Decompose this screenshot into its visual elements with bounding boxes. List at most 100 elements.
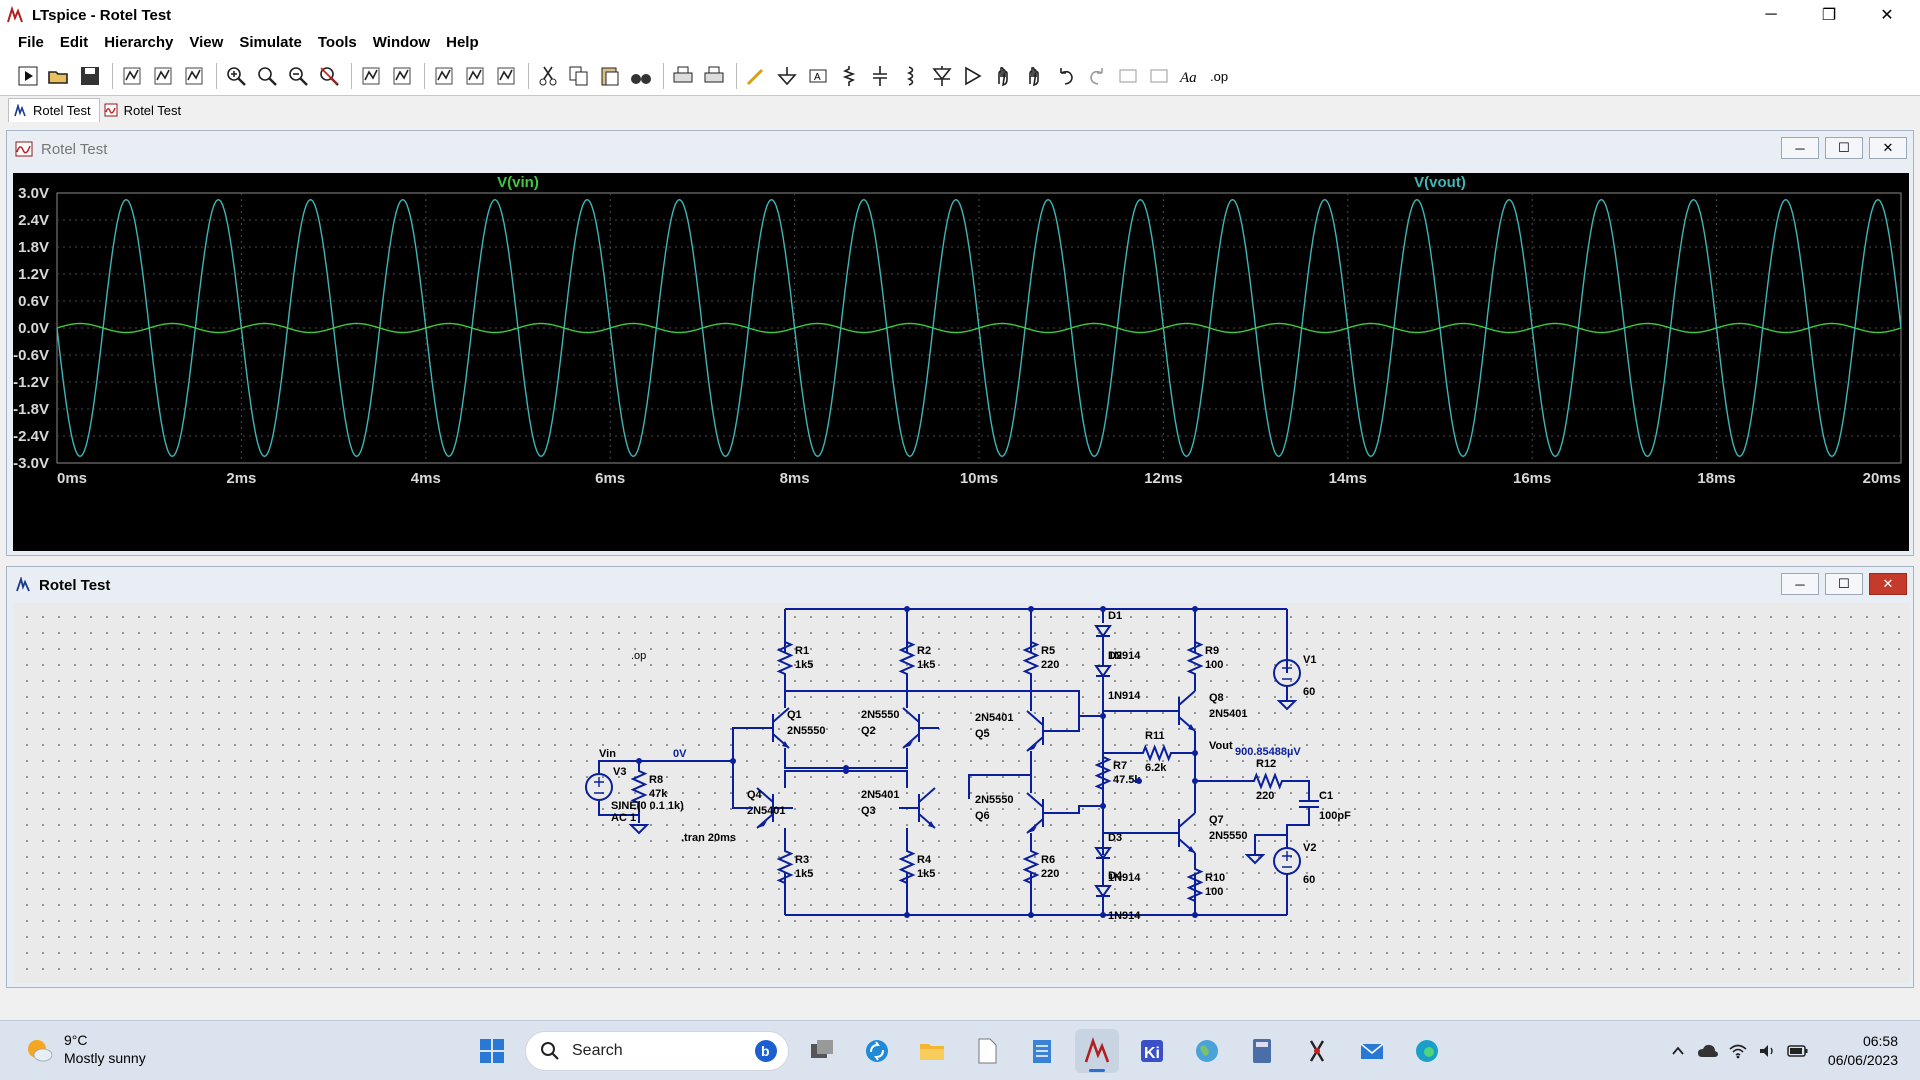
halt-icon[interactable] [149, 62, 177, 90]
speaker-icon[interactable] [1754, 1037, 1782, 1065]
transistor-q5[interactable] [1026, 710, 1063, 752]
print-icon[interactable] [669, 62, 697, 90]
resistor-r9[interactable] [1186, 633, 1204, 683]
zoom-in-icon[interactable] [222, 62, 250, 90]
menu-simulate[interactable]: Simulate [239, 34, 302, 51]
taskbar-start-icon[interactable] [470, 1029, 514, 1073]
zoom-area-icon[interactable] [253, 62, 281, 90]
taskbar-file-explorer-icon[interactable] [910, 1029, 954, 1073]
redo-icon[interactable] [1083, 62, 1111, 90]
resistor-r7[interactable] [1094, 753, 1112, 793]
control-panel-icon[interactable] [118, 62, 146, 90]
taskbar-mail-icon[interactable] [1350, 1029, 1394, 1073]
taskbar-earth-app-icon[interactable] [1185, 1029, 1229, 1073]
open-icon[interactable] [45, 62, 73, 90]
schematic-minimize-button[interactable]: ─ [1781, 573, 1819, 595]
taskbar-edge-icon[interactable] [1405, 1029, 1449, 1073]
voltage-source-v1[interactable] [1273, 659, 1301, 687]
maximize-button[interactable]: ❐ [1821, 7, 1837, 24]
resistor-r4[interactable] [898, 839, 916, 895]
menu-window[interactable]: Window [372, 34, 431, 51]
menu-tools[interactable]: Tools [317, 34, 357, 51]
taskbar-app-refresh-icon[interactable] [855, 1029, 899, 1073]
transistor-q7[interactable] [1159, 812, 1196, 854]
copy-icon[interactable] [565, 62, 593, 90]
menu-file[interactable]: File [18, 34, 44, 51]
cloud-icon[interactable] [1694, 1037, 1722, 1065]
drag-icon[interactable] [1021, 62, 1049, 90]
tile-horizontal-icon[interactable] [430, 62, 458, 90]
resistor-r8[interactable] [630, 769, 648, 805]
resistor-r5[interactable] [1022, 633, 1040, 683]
transistor-q6[interactable] [1026, 792, 1063, 834]
taskbar-snipping-icon[interactable] [1295, 1029, 1339, 1073]
transistor-q3[interactable] [899, 787, 936, 829]
cut-icon[interactable] [534, 62, 562, 90]
print-setup-icon[interactable] [700, 62, 728, 90]
resistor-icon[interactable] [835, 62, 863, 90]
diode-d4[interactable] [1094, 885, 1112, 898]
menu-edit[interactable]: Edit [59, 34, 89, 51]
component-icon[interactable] [959, 62, 987, 90]
waveform-minimize-button[interactable]: ─ [1781, 137, 1819, 159]
schematic-close-button[interactable]: ✕ [1869, 573, 1907, 595]
waveform-close-button[interactable]: ✕ [1869, 137, 1907, 159]
menu-view[interactable]: View [189, 34, 224, 51]
transistor-q2[interactable] [902, 707, 939, 749]
tab-waveform[interactable]: Rotel Test [100, 98, 190, 122]
diode-icon[interactable] [928, 62, 956, 90]
diode-d2[interactable] [1094, 665, 1112, 678]
pan-icon[interactable] [180, 62, 208, 90]
resistor-r1[interactable] [776, 633, 794, 683]
menu-hierarchy[interactable]: Hierarchy [104, 34, 174, 51]
run-icon[interactable] [14, 62, 42, 90]
rotate-icon[interactable] [1114, 62, 1142, 90]
voltage-source-v2[interactable] [1273, 847, 1301, 875]
weather-widget[interactable]: 9°C Mostly sunny [24, 1031, 146, 1067]
resistor-r10[interactable] [1186, 867, 1204, 903]
taskbar-ltspice-icon[interactable] [1075, 1029, 1119, 1073]
autorange-icon[interactable] [357, 62, 385, 90]
resistor-r3[interactable] [776, 839, 794, 895]
menu-help[interactable]: Help [446, 34, 479, 51]
clock[interactable]: 06:58 06/06/2023 [1828, 1032, 1898, 1070]
taskbar-calculator-icon[interactable] [1240, 1029, 1284, 1073]
fit-data-icon[interactable] [388, 62, 416, 90]
legend-entry-0[interactable]: V(vin) [497, 174, 539, 191]
move-icon[interactable] [990, 62, 1018, 90]
schematic-maximize-button[interactable]: ☐ [1825, 573, 1863, 595]
battery-icon[interactable] [1784, 1037, 1812, 1065]
save-icon[interactable] [76, 62, 104, 90]
taskbar-notepad-icon[interactable] [1020, 1029, 1064, 1073]
transistor-q1[interactable] [753, 707, 790, 749]
capacitor-icon[interactable] [866, 62, 894, 90]
wifi-icon[interactable] [1724, 1037, 1752, 1065]
resistor-r6[interactable] [1022, 839, 1040, 895]
ground-icon[interactable] [773, 62, 801, 90]
undo-icon[interactable] [1052, 62, 1080, 90]
paste-icon[interactable] [596, 62, 624, 90]
minimize-button[interactable]: ─ [1765, 6, 1777, 23]
diode-d1[interactable] [1094, 625, 1112, 638]
resistor-r2[interactable] [898, 633, 916, 683]
zoom-fit-icon[interactable] [315, 62, 343, 90]
mirror-icon[interactable] [1145, 62, 1173, 90]
close-button[interactable]: ✕ [1880, 7, 1894, 24]
tile-vertical-icon[interactable] [492, 62, 520, 90]
find-icon[interactable] [627, 62, 655, 90]
inductor-icon[interactable] [897, 62, 925, 90]
spice-directive-icon[interactable]: .op [1207, 62, 1235, 90]
cascade-icon[interactable] [461, 62, 489, 90]
taskbar-files-icon[interactable] [965, 1029, 1009, 1073]
draw-wire-icon[interactable] [742, 62, 770, 90]
taskbar-kicad-icon[interactable]: Ki [1130, 1029, 1174, 1073]
resistor-r11[interactable] [1133, 744, 1181, 762]
voltage-source-v3[interactable] [585, 773, 613, 801]
transistor-q4[interactable] [756, 787, 793, 829]
taskbar-task-view-icon[interactable] [800, 1029, 844, 1073]
tab-schematic[interactable]: Rotel Test [8, 98, 100, 122]
zoom-out-icon[interactable] [284, 62, 312, 90]
